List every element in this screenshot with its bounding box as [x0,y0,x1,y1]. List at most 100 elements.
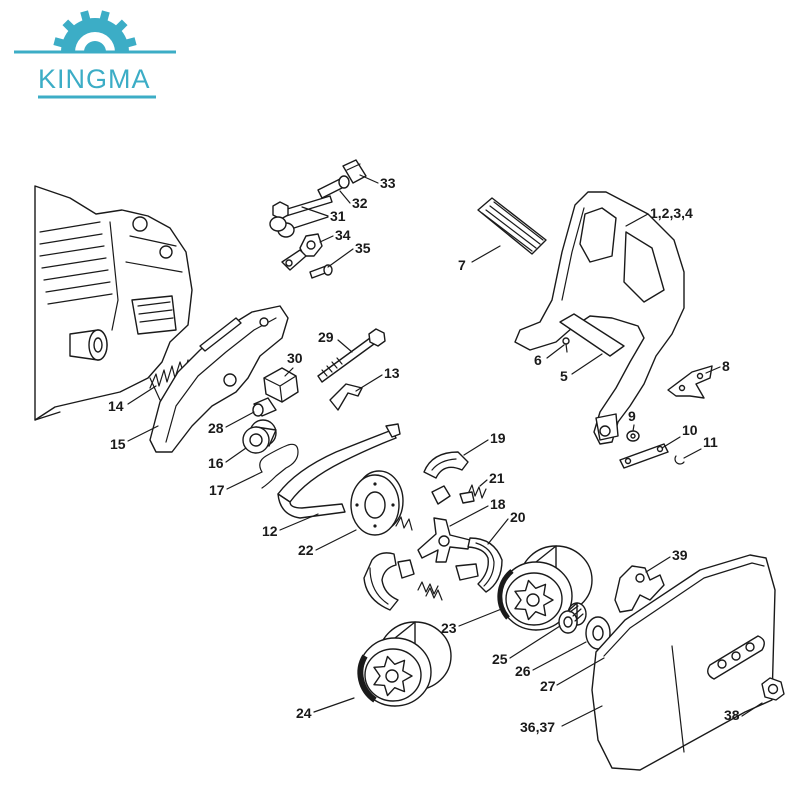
callout-label: 5 [560,368,568,384]
clutch-block [431,485,451,505]
leader-line [705,366,721,374]
callout-label: 6 [534,352,542,368]
pad-ribs [481,201,544,252]
leader-line [571,353,603,375]
cover-vent-hole [717,659,727,669]
link-outline [619,443,669,469]
leader-line [327,248,354,268]
nut-bore [249,433,263,447]
part-clutch-shoe-20 [455,537,503,593]
block-edge [346,163,361,171]
part-clutch-shoe-left [363,552,415,611]
bolt-head [368,328,386,347]
block-edges [263,375,297,403]
engine-outline [34,185,193,421]
leader-line [509,625,561,659]
disc-rivet [355,503,359,507]
part-grip-pad-7 [477,197,547,255]
plate-hole [259,317,269,327]
bearing-bore [563,616,573,628]
part-hand-guard-1-2-3-4 [514,191,685,445]
callout-label: 16 [208,455,224,471]
bracket-outline [329,383,363,411]
drum-flange [357,654,377,703]
pad-outline [477,197,547,255]
bolt-head [338,175,350,189]
callout-label: 25 [492,651,508,667]
engine-boss [132,216,148,232]
engine-boss [159,245,173,259]
part-clip-11 [674,455,685,465]
cover-edge [603,562,765,657]
shoe-outline [423,451,469,479]
link-hole [624,457,632,465]
plate-outline [149,305,289,453]
coil-spring [467,484,487,499]
part-washer-26 [585,616,611,650]
hub-bore [438,535,450,547]
callout-label: 10 [682,422,698,438]
part-springs-lower [417,581,443,601]
lever-hole [696,372,704,380]
leader-line [359,174,379,184]
callout-label: 21 [489,470,505,486]
clamp-hole [306,240,316,250]
bolt-head [272,201,289,220]
washer-bore [630,433,636,439]
part-clutch-drum-24 [357,621,452,707]
callout-label: 17 [209,482,225,498]
leader-line [284,367,294,377]
leader-line [337,339,353,353]
lever-hole [678,384,686,392]
callout-label: 7 [458,257,466,273]
screw-head [562,337,570,345]
leader-line [339,190,351,204]
coil-spring [425,587,443,601]
lever-outline [667,365,713,399]
band-upper [277,429,397,503]
cover-vent-hole [731,651,741,661]
callout-label: 36,37 [520,719,555,735]
part-nut-38 [761,677,785,701]
wire-spring [259,443,299,489]
leader-line [625,213,649,227]
leader-line [313,697,355,713]
part-screw-6 [562,337,570,353]
coil-spring [395,516,413,531]
engine-fins [39,221,113,305]
drum-flange [497,569,514,620]
leader-line [127,385,157,405]
disc-hub [364,491,386,519]
cover-vent-hole [745,642,755,652]
guard-window [623,231,665,303]
leader-line [546,344,565,359]
plate-hole [223,373,237,387]
callout-label: 38 [724,707,740,723]
brand-logo: KINGMA [14,10,176,99]
callout-label: 34 [335,227,351,243]
part-screw-35 [309,264,333,279]
leader-line [449,505,489,527]
callout-label: 19 [490,430,506,446]
part-wire-spring-17 [259,443,299,489]
callout-labels: 33 32 31 34 35 1,2,3,4 7 29 30 6 5 8 13 … [108,175,740,735]
band-lower [277,493,346,519]
guard-pivot [599,425,611,437]
callout-label: 26 [515,663,531,679]
leader-line [458,607,505,627]
bearing-needles [569,605,584,622]
callout-label: 20 [510,509,526,525]
leader-line [683,448,702,459]
shoe-outline [363,552,399,611]
shoe-lining [475,542,495,587]
callout-label: 32 [352,195,368,211]
callout-label: 24 [296,705,312,721]
leader-line [632,424,635,432]
drum-bore [526,593,540,607]
bolt-head [252,403,264,417]
guard-edge [561,207,585,301]
leader-line [301,206,329,217]
callout-label: 29 [318,329,334,345]
cap-front [269,216,287,232]
shoe-lining [431,458,457,471]
